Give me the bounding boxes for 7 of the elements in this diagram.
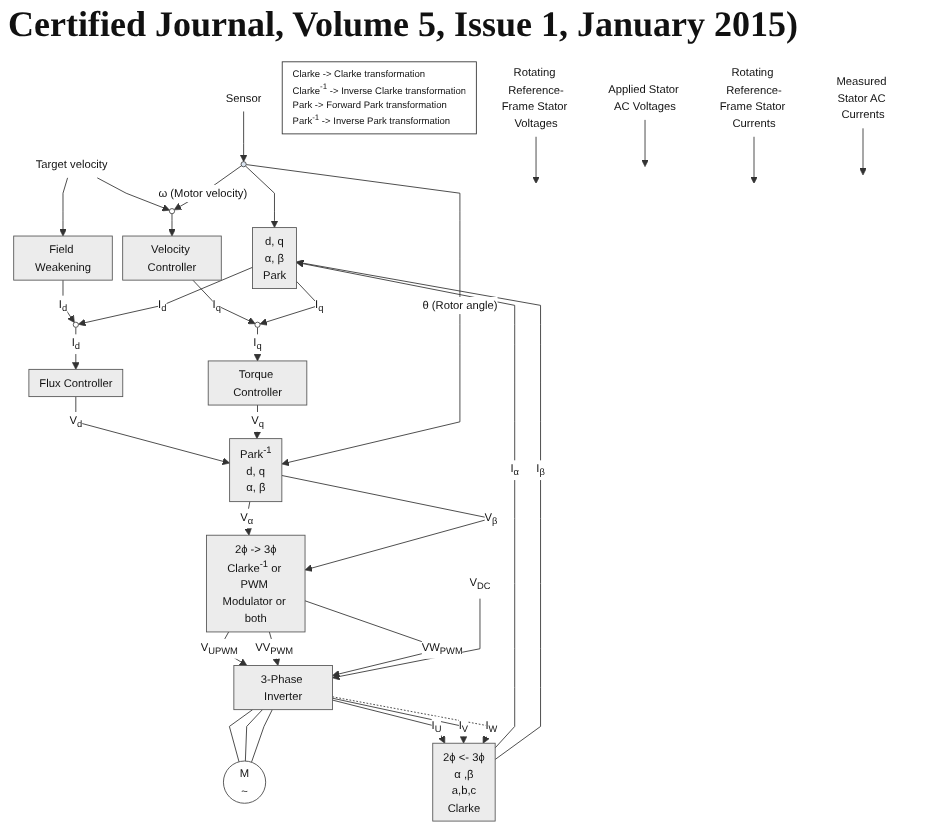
connector [244, 709, 263, 762]
node-circle [72, 321, 79, 328]
node-circle [254, 321, 261, 328]
connector [251, 709, 273, 763]
node-circle [240, 161, 247, 168]
node-circle [168, 208, 175, 215]
header-text: Certified Journal, Volume 5, Issue 1, January 2015) [8, 4, 799, 46]
